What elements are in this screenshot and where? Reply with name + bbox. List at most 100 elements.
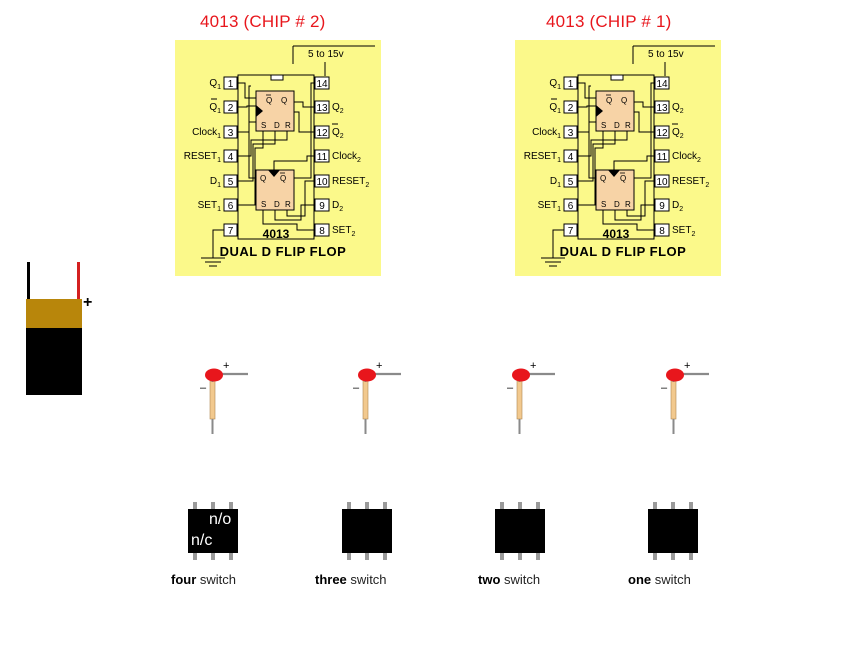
switch-three[interactable] [342, 502, 392, 560]
led-1-graphic [205, 368, 248, 434]
pin-number: 7 [568, 226, 574, 237]
pin-label-right-subscript: 2 [680, 108, 684, 115]
internal-wire [237, 131, 264, 206]
ff-label-s: S [601, 200, 606, 209]
clock-triangle [608, 170, 620, 177]
pin-label-right-subscript: 2 [339, 206, 343, 213]
ff-label-r: R [285, 121, 291, 130]
pin-label-right-subscript: 2 [340, 133, 344, 140]
pin-label-right-text: Q [672, 102, 680, 113]
pin-label-right: D2 [332, 200, 343, 213]
pin-label-left-text: SET [538, 200, 557, 211]
internal-wire [237, 131, 288, 157]
led-3-minus: – [507, 382, 514, 394]
pin-number: 1 [228, 79, 234, 90]
switch-pin [518, 502, 522, 509]
switch-pin [347, 502, 351, 509]
pin-label-right-subscript: 2 [351, 231, 355, 238]
internal-wire [588, 85, 596, 179]
pin-label-right-subscript: 2 [697, 157, 701, 164]
switch-pin [671, 553, 675, 560]
switch-pin [653, 502, 657, 509]
pin-number: 4 [228, 152, 234, 163]
switch-nc-label: n/c [191, 532, 213, 549]
pin-label-left-text: Q [209, 102, 217, 113]
pin-number: 1 [568, 79, 574, 90]
pin-label-left-text: D [210, 176, 217, 187]
pin-label-right-text: Clock [332, 151, 358, 162]
switch-four-word: four [171, 572, 197, 587]
pin-label-left-text: Q [549, 102, 557, 113]
pin-label-left: SET1 [538, 200, 561, 213]
internal-wire [577, 131, 628, 157]
switch-pin [689, 553, 693, 560]
part-number: 4013 [263, 227, 290, 241]
internal-wire [262, 210, 315, 231]
pin-label-right-subscript: 2 [365, 182, 369, 189]
pin-label-left-text: RESET [184, 151, 217, 162]
pin-label-right-text: Q [672, 127, 680, 138]
pin-label-right-subscript: 2 [705, 182, 709, 189]
pin-label-left-text: SET [198, 200, 217, 211]
switch-two-caption: two switch [478, 572, 540, 587]
switch-pin [383, 553, 387, 560]
switch-pin [671, 502, 675, 509]
battery-body [26, 328, 82, 395]
ff-label-s: S [261, 121, 266, 130]
pin-number: 10 [316, 177, 328, 188]
pin-label-right: RESET2 [332, 176, 369, 189]
pin-label-right: Clock2 [332, 151, 361, 164]
switch-body [188, 509, 238, 553]
pin-label-right: Clock2 [672, 151, 701, 164]
internal-wire [634, 82, 655, 179]
internal-wire [577, 82, 596, 99]
pin-label-right: Q2 [332, 102, 344, 115]
pin-number: 12 [656, 128, 668, 139]
switch-pin [536, 553, 540, 560]
switch-four[interactable]: n/o n/c [188, 502, 238, 560]
switch-pin [193, 502, 197, 509]
switch-one-word: one [628, 572, 652, 587]
internal-wire [577, 131, 616, 182]
switch-pin [383, 502, 387, 509]
internal-wire [634, 101, 655, 108]
pin-number: 10 [656, 177, 668, 188]
internal-wire [273, 155, 315, 170]
pin-label-right-text: D [332, 200, 339, 211]
pin-number: 13 [656, 103, 668, 114]
switch-pin [518, 553, 522, 560]
switch-four-caption: four switch [171, 572, 236, 587]
pin-number: 8 [319, 226, 325, 237]
clock-triangle [256, 105, 263, 117]
pin-label-right: Q2 [672, 102, 684, 115]
ff-label-d: D [614, 121, 620, 130]
internal-wire [577, 131, 604, 206]
flipflop-1 [255, 90, 295, 132]
pin-label-left: SET1 [198, 200, 221, 213]
pin-label-right-subscript: 2 [679, 206, 683, 213]
internal-wire [614, 204, 655, 221]
pin-label-left-text: Clock [192, 127, 218, 138]
pin-label-right: Q2 [672, 127, 684, 140]
internal-wire [274, 204, 315, 221]
internal-wire [626, 180, 655, 217]
switch-one-label: switch [654, 572, 691, 587]
ff-label-d: D [274, 200, 280, 209]
pin-number: 7 [228, 226, 234, 237]
pin-label-left-subscript: 1 [217, 206, 221, 213]
internal-wire [237, 82, 256, 99]
switch-two[interactable] [495, 502, 545, 560]
switch-one[interactable] [648, 502, 698, 560]
pin-number: 12 [316, 128, 328, 139]
pin-label-right-text: SET [672, 225, 691, 236]
ff-label-r: R [625, 200, 631, 209]
switch-pin [229, 553, 233, 560]
pin-number: 2 [568, 103, 574, 114]
led-1-plus: + [223, 360, 230, 372]
led-3-plus: + [530, 360, 537, 372]
pin-number: 5 [568, 177, 574, 188]
ground-wire [552, 229, 564, 258]
chip2-title: 4013 (CHIP # 2) [200, 12, 326, 31]
